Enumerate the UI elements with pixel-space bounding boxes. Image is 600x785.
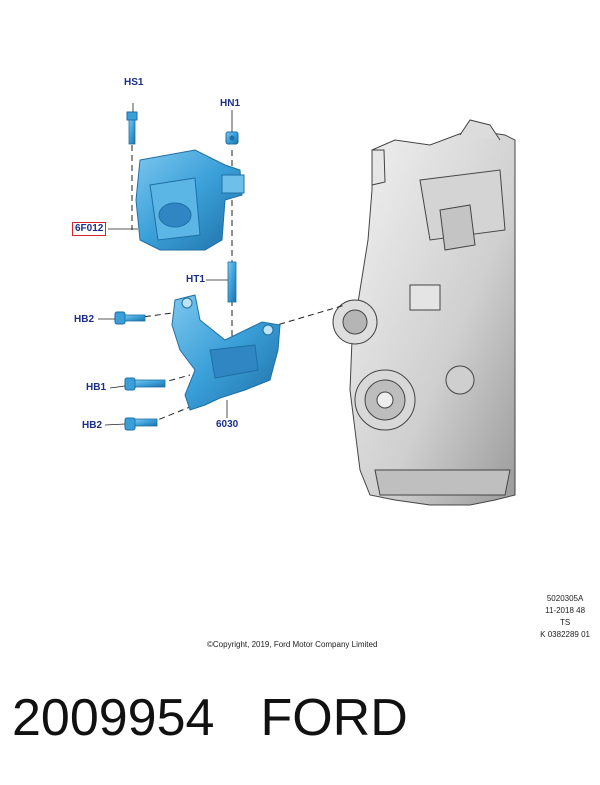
- bolt-hs1: [126, 111, 138, 145]
- part-number-line: 2009954 FORD: [12, 688, 408, 748]
- brand-name: FORD: [260, 689, 408, 747]
- callout-hb2-upper: HB2: [74, 314, 95, 325]
- reference-block: 5020305A 11-2018 48 TS K 0382289 01: [540, 593, 590, 641]
- callout-ht1: HT1: [186, 274, 205, 285]
- exploded-parts-diagram: [98, 103, 516, 506]
- leader-lines: [98, 103, 233, 426]
- reference-line-2: 11-2018 48: [545, 606, 586, 615]
- callout-6f012: 6F012: [72, 222, 107, 236]
- callout-hs1: HS1: [124, 77, 144, 88]
- bracket-6030: [171, 294, 281, 411]
- engine-block-illustration: [332, 119, 516, 506]
- stud-ht1: [227, 261, 237, 303]
- callout-hn1: HN1: [220, 98, 241, 109]
- callout-hb1: HB1: [86, 382, 107, 393]
- nut-hn1: [225, 131, 239, 145]
- copyright-notice: ©Copyright, 2019, Ford Motor Company Lim…: [207, 640, 378, 649]
- bolt-hb1: [124, 377, 166, 391]
- callout-hb2-lower: HB2: [82, 420, 103, 431]
- reference-line-1: 5020305A: [546, 594, 584, 603]
- part-number: 2009954: [12, 689, 215, 747]
- reference-line-3: TS: [559, 618, 571, 627]
- bolt-hb2-upper: [114, 311, 146, 325]
- engine-mount-6f012: [135, 149, 245, 251]
- reference-line-4: K 0382289 01: [540, 630, 590, 639]
- bolt-hb2-lower: [124, 417, 158, 431]
- callout-6030: 6030: [216, 419, 239, 430]
